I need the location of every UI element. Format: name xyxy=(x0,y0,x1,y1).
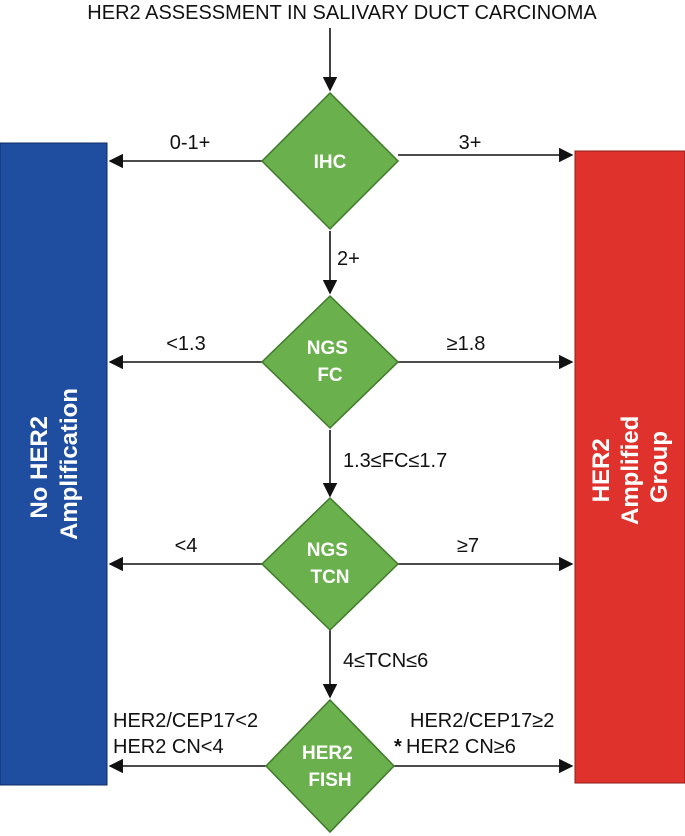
svg-text:NGS FC: NGS FC xyxy=(307,338,353,386)
ngs-tcn-line1: NGS xyxy=(307,540,348,561)
edge-fish-right-label-2: HER2 CN≥6 xyxy=(406,736,516,758)
edge-tcn-left-label: <4 xyxy=(175,535,198,557)
amplified-line3: Group xyxy=(646,431,673,503)
ngs-fc-line1: NGS xyxy=(307,338,348,359)
edge-fc-right-label: ≥1.8 xyxy=(447,333,486,355)
edge-ihc-down-label: 2+ xyxy=(337,248,360,270)
edge-ihc-left-label: 0-1+ xyxy=(170,132,211,154)
ngs-fc-decision: NGS FC xyxy=(260,294,400,430)
her2-fish-decision: HER2 FISH xyxy=(264,698,396,834)
edge-tcn-down-label: 4≤TCN≤6 xyxy=(343,650,428,672)
edge-fish-left-label-1: HER2/CEP17<2 xyxy=(113,710,258,732)
ngs-tcn-decision: NGS TCN xyxy=(260,496,400,632)
svg-text:No HER2 Amplification: No HER2 Amplification xyxy=(26,388,83,540)
edge-fish-right-asterisk: * xyxy=(394,736,402,758)
edge-fish-right-label-1: HER2/CEP17≥2 xyxy=(410,710,554,732)
amplified-line2: Amplified xyxy=(617,416,644,525)
fish-line1: HER2 xyxy=(302,743,353,764)
svg-text:NGS TCN: NGS TCN xyxy=(307,540,353,588)
fish-line2: FISH xyxy=(308,770,351,791)
svg-text:HER2 FISH: HER2 FISH xyxy=(302,743,358,791)
no-amplification-box: No HER2 Amplification xyxy=(0,142,108,786)
edge-fc-down-label: 1.3≤FC≤1.7 xyxy=(343,450,447,472)
edge-tcn-right-label: ≥7 xyxy=(457,535,479,557)
edge-ihc-right-label: 3+ xyxy=(459,132,482,154)
ngs-fc-line2: FC xyxy=(317,365,343,386)
ihc-decision: IHC xyxy=(260,91,400,231)
ngs-tcn-line2: TCN xyxy=(310,567,349,588)
diagram-title: HER2 ASSESSMENT IN SALIVARY DUCT CARCINO… xyxy=(87,2,597,24)
edge-fish-left-label-2: HER2 CN<4 xyxy=(113,736,224,758)
edge-fc-left-label: <1.3 xyxy=(166,333,205,355)
svg-text:HER2 Amplified Gro: HER2 Amplified Group xyxy=(588,409,673,525)
amplified-group-box: HER2 Amplified Group xyxy=(574,150,685,784)
ihc-label: IHC xyxy=(314,152,347,173)
amplified-line1: HER2 xyxy=(588,438,615,502)
no-amplification-line2: Amplification xyxy=(56,388,83,540)
no-amplification-line1: No HER2 xyxy=(26,416,53,519)
